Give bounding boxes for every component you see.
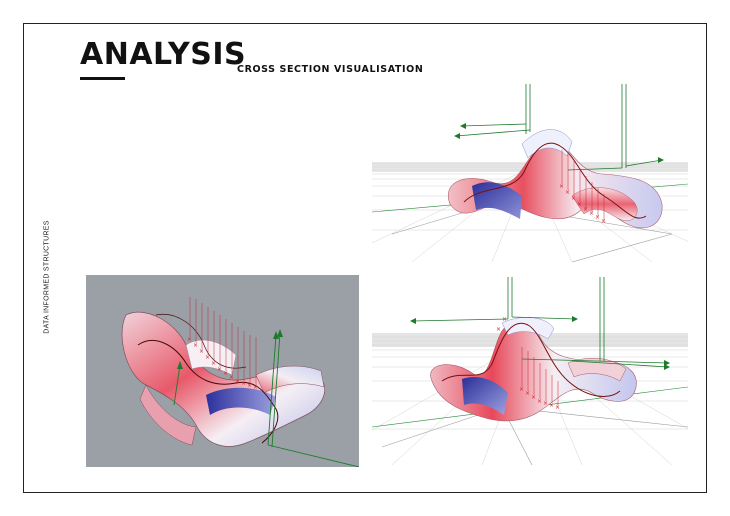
svg-text:×: ×	[502, 316, 507, 323]
perspective-view-top-right: ××× ××× ××	[372, 84, 688, 262]
svg-text:×: ×	[565, 189, 570, 196]
svg-text:×: ×	[537, 398, 542, 405]
svg-text:×: ×	[525, 390, 530, 397]
svg-text:×: ×	[229, 374, 234, 381]
page-subtitle: CROSS SECTION VISUALISATION	[237, 64, 424, 75]
svg-text:×: ×	[496, 326, 501, 333]
svg-text:×: ×	[589, 210, 594, 217]
svg-text:×: ×	[253, 384, 258, 391]
side-label: DATA INFORMED STRUCTURES	[43, 220, 51, 334]
svg-text:×: ×	[555, 404, 560, 411]
svg-text:×: ×	[559, 183, 564, 190]
svg-text:×: ×	[549, 402, 554, 409]
svg-text:×: ×	[577, 201, 582, 208]
svg-text:×: ×	[531, 394, 536, 401]
svg-text:×: ×	[211, 360, 216, 367]
svg-text:×: ×	[595, 214, 600, 221]
svg-text:×: ×	[235, 378, 240, 385]
svg-text:×: ×	[187, 336, 192, 343]
perspective-view-bottom-left: ××× ××× ××× ×××	[86, 275, 359, 467]
svg-text:×: ×	[543, 400, 548, 407]
svg-text:×: ×	[583, 206, 588, 213]
title-underline	[80, 77, 125, 80]
svg-text:×: ×	[519, 386, 524, 393]
svg-text:×: ×	[217, 366, 222, 373]
svg-text:×: ×	[205, 354, 210, 361]
perspective-view-bottom-right: ××× ××× ×××	[372, 277, 688, 465]
svg-text:×: ×	[601, 218, 606, 225]
svg-text:×: ×	[241, 380, 246, 387]
page-title: ANALYSIS	[80, 37, 247, 72]
svg-text:×: ×	[223, 370, 228, 377]
svg-text:×: ×	[199, 348, 204, 355]
svg-text:×: ×	[571, 195, 576, 202]
svg-text:×: ×	[247, 382, 252, 389]
svg-text:×: ×	[193, 342, 198, 349]
